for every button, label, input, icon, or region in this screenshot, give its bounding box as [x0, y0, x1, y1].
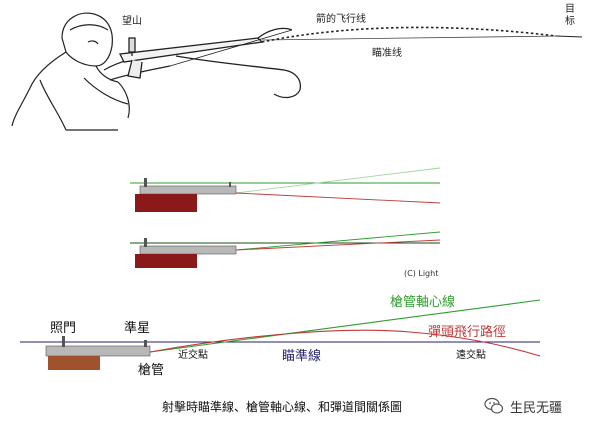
front-sight-post [144, 340, 147, 347]
bore-axis-label: 槍管軸心線 [390, 294, 455, 310]
aim-line-label-top: 瞄准线 [372, 46, 402, 59]
trajectory-line-1 [235, 192, 441, 204]
rifle-diagram-1 [130, 167, 441, 212]
stock-2 [135, 254, 197, 268]
rear-sight-post [62, 336, 65, 347]
far-zero-label: 遠交點 [456, 348, 486, 361]
trajectory-path [149, 329, 541, 357]
target-label-char: 目 [565, 4, 575, 15]
target-label: 目标 [565, 4, 575, 27]
aim-line-1 [235, 167, 441, 194]
watermark: 生民无疆 [484, 396, 562, 416]
stock-1 [135, 194, 197, 212]
front-sight-label: 準星 [124, 320, 150, 336]
barrel-1 [139, 185, 237, 195]
wechat-icon [484, 397, 504, 414]
archer-illustration [11, 12, 171, 131]
barrel-label: 槍管 [138, 363, 164, 378]
rear-sight-post-2 [144, 238, 147, 247]
rifle-diagram-2 [130, 231, 441, 268]
front-sight-post-1 [229, 182, 231, 187]
main-rifle-diagram [20, 299, 541, 370]
barrel [45, 345, 151, 357]
target-mark [555, 35, 583, 38]
rear-sight-post-1 [144, 178, 147, 187]
watermark-text: 生民无疆 [510, 400, 563, 416]
bore-axis-line [149, 299, 541, 353]
rear-sight-label: 照門 [50, 321, 76, 336]
trajectory-label: 彈頭飛行路徑 [428, 324, 506, 340]
line-of-sight-label: 瞄準線 [282, 348, 321, 364]
barrel-2 [139, 245, 237, 255]
near-zero-label: 近交點 [178, 348, 208, 361]
trajectory-line-2 [235, 239, 441, 251]
top-aim-line [261, 35, 561, 41]
target-label-char: 标 [565, 15, 575, 27]
arrow-path-label: 箭的飞行线 [316, 12, 366, 25]
top-arrow-path [261, 26, 557, 43]
copyright-text: (C) Light [404, 269, 438, 278]
aim-line-2 [235, 231, 441, 251]
stock [48, 356, 100, 370]
rear-sight-label-top: 望山 [122, 14, 142, 27]
crossbow [119, 27, 302, 99]
figure-caption: 射擊時瞄準線、槍管軸心線、和彈道間關係圖 [162, 399, 402, 414]
